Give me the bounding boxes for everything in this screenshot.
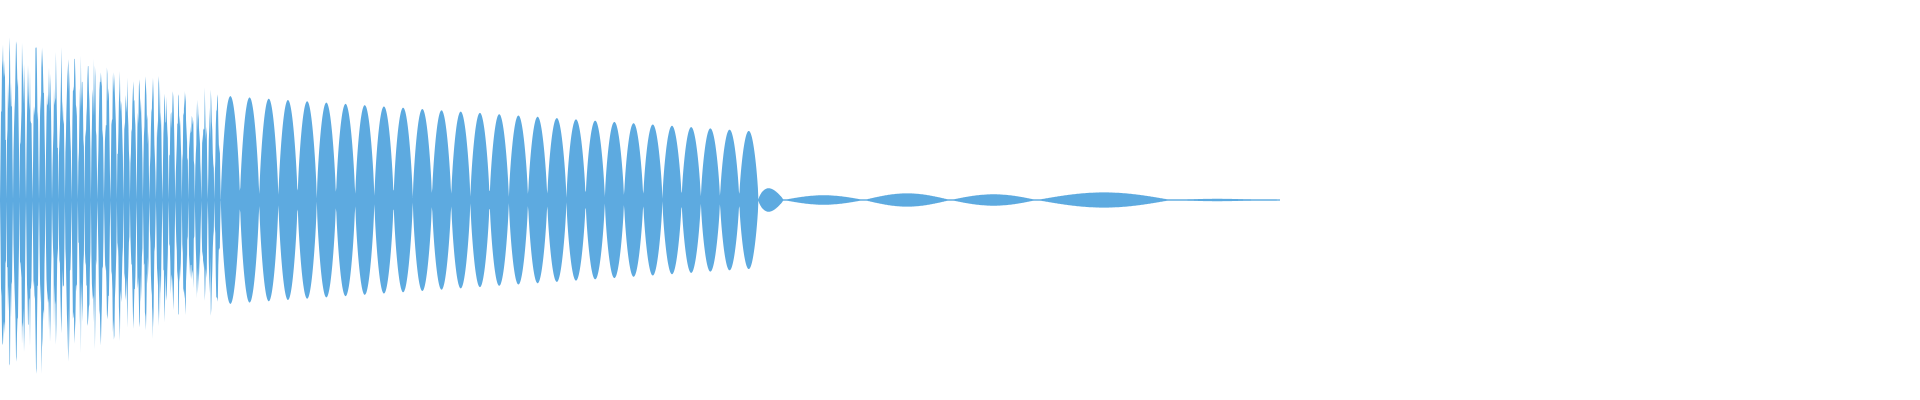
waveform-segment-tail-blip <box>758 188 784 212</box>
waveform-segment-burst-tone <box>220 96 759 304</box>
waveform-shapes <box>0 37 1277 374</box>
waveform-segment-burst-noisy <box>0 37 221 374</box>
waveform-segment-tail-fade <box>1171 198 1277 202</box>
waveform-segment-tail-swell-2 <box>864 193 951 207</box>
waveform-segment-tail-swell-4 <box>1036 192 1172 208</box>
waveform-segment-tail-swell-3 <box>950 194 1037 206</box>
waveform-segment-tail-swell-1 <box>783 195 864 205</box>
